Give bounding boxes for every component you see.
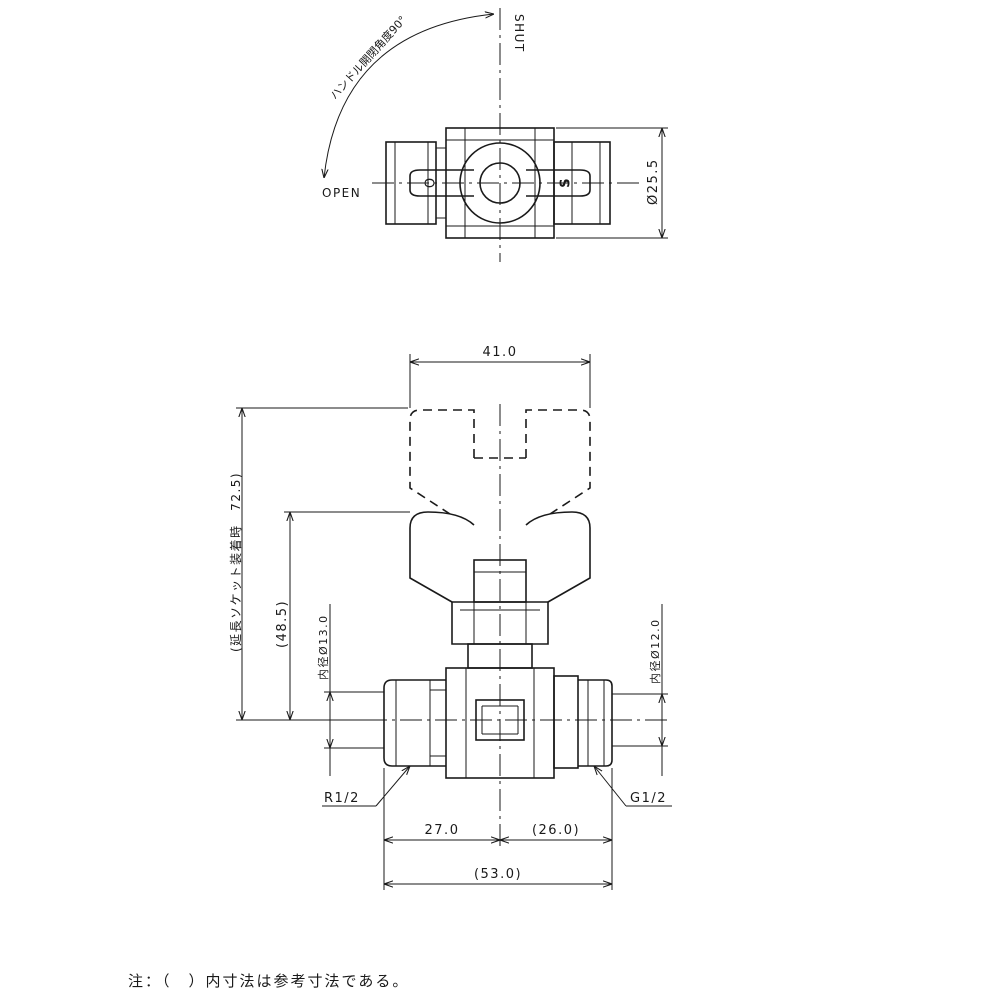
dim-handle-width-label: 41.0 [483,345,518,360]
extended-handle-outline [409,409,591,515]
dim-inner-right-label: 内径Ø12.0 [648,618,662,684]
front-view: 41.0 (延長ソケット装着時 72.5) (48.5) 内径Ø13.0 内径Ø… [228,345,672,890]
top-stem-inner [479,162,521,204]
handle-right-wing [525,511,591,603]
stem-nut [451,601,549,645]
shut-label: SHUT [512,14,526,53]
dim-diameter-label: Ø25.5 [646,158,661,205]
dim-inner-left-label: 内径Ø13.0 [316,614,330,680]
dim-left-length-label: 27.0 [425,823,460,838]
right-union-nut [553,675,579,769]
body-window [475,699,525,741]
dim-total-length-label: (53.0) [474,867,522,882]
thread-left-label: R1/2 [324,791,360,806]
leader-left-thread [375,766,410,807]
handle-mark-o: O [421,178,436,188]
open-label: OPEN [322,186,361,200]
top-stem-outer [459,142,541,224]
thread-right-label: G1/2 [630,791,667,806]
top-right-union [553,141,611,225]
handle-left-wing [409,511,475,603]
top-handle-right-wing [526,169,591,197]
right-union-end [578,679,613,767]
reference-dimension-note: 注：（ ）内寸法は参考寸法である。 [128,972,410,990]
handle-angle-label: ハンドル開閉角度90° [327,13,409,102]
top-view: O S ハンドル開閉角度90° SHUT OPEN Ø25.5 [322,8,668,262]
handle-mark-s: S [559,178,574,187]
left-thread-end [383,679,446,767]
dim-right-length-label: (26.0) [532,823,580,838]
dim-total-height-label: (延長ソケット装着時 72.5) [228,472,243,652]
handle-rotation-arc [324,14,494,178]
leader-right-thread [594,766,627,807]
dim-handle-height-label: (48.5) [275,600,290,648]
